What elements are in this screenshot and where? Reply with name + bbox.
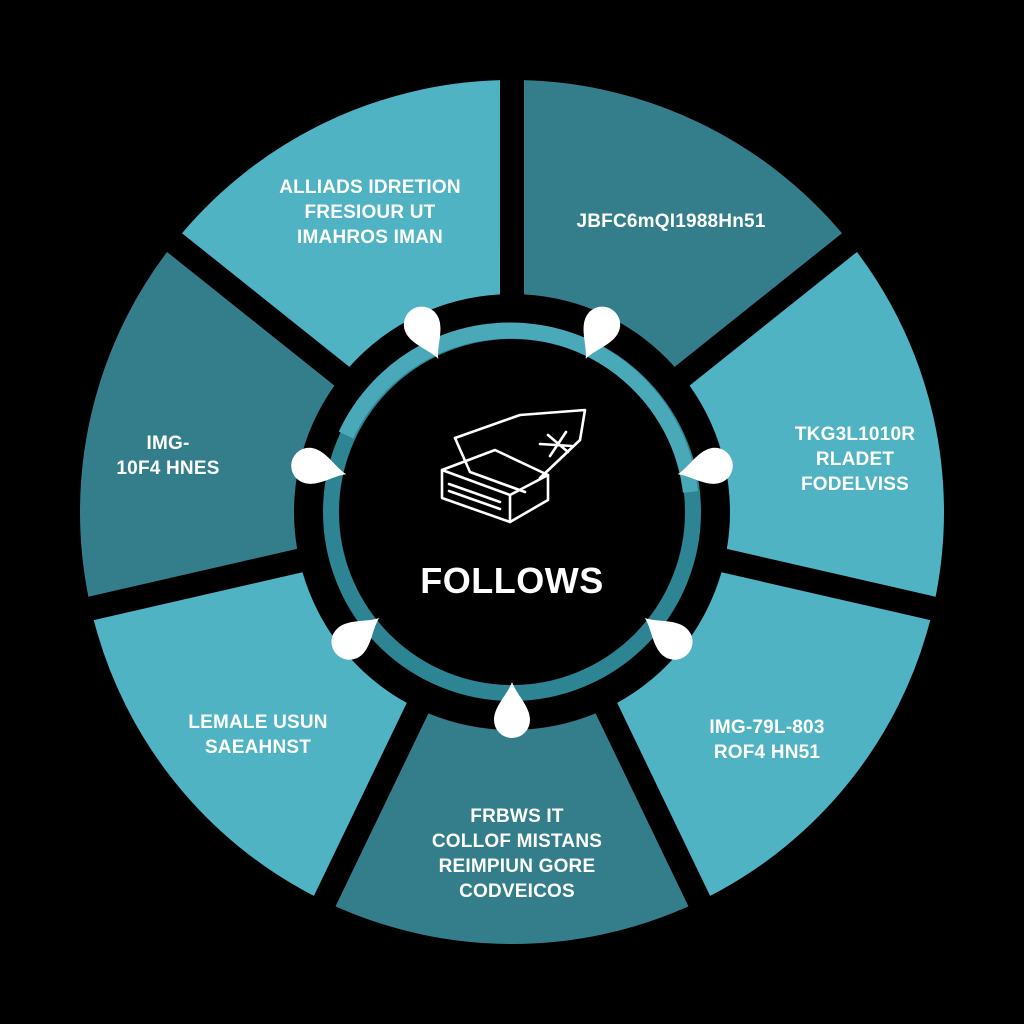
segment-right xyxy=(689,251,944,597)
pointer-top-right xyxy=(583,306,621,359)
segment-label-line: LEMALE USUN xyxy=(188,712,327,733)
segment-bottom xyxy=(335,713,689,945)
segment-label-line: FRESIOUR UT xyxy=(305,202,436,223)
segment-label-line: IMG- xyxy=(146,433,189,454)
center-disc xyxy=(340,340,684,684)
center-ring-highlight xyxy=(338,322,698,493)
segment-label-line: IMG-79L-803 xyxy=(709,717,824,738)
segments-layer xyxy=(80,80,944,945)
pointer-top-left xyxy=(403,306,441,359)
pointer-bottom-right xyxy=(644,618,693,660)
center-title: FOLLOWS xyxy=(420,560,603,601)
segment-label-line: TKG3L1010R xyxy=(795,424,915,445)
segment-label-right: TKG3L1010R RLADET FODELVISS xyxy=(795,424,915,495)
segment-bottom-right xyxy=(617,572,931,896)
segment-label-line: RLADET xyxy=(816,449,894,470)
segment-label-line: ROF4 HN51 xyxy=(714,742,821,763)
segment-label-line: CODVEICOS xyxy=(459,881,575,902)
segment-label-top-right: JBFC6mQI⁦1988Hn51 xyxy=(576,211,765,232)
segment-label-line: FRBWS IT xyxy=(470,806,564,827)
segment-label-top-left: ALLIADS IDRETION FRESIOUR UT IMAHROS IMAN xyxy=(279,177,461,248)
segment-label-line: SAEAHNST xyxy=(205,737,311,758)
segment-label-bottom-left: LEMALE USUN SAEAHNST xyxy=(188,712,327,758)
pointer-bottom xyxy=(494,682,530,738)
segment-top-left xyxy=(181,80,501,367)
segment-label-line: ALLIADS IDRETION xyxy=(279,177,461,198)
segment-bottom-left xyxy=(93,572,407,896)
inbox-tray-icon xyxy=(440,408,587,524)
segment-label-line: COLLOF MISTANS xyxy=(432,831,602,852)
pointers-layer xyxy=(291,306,733,738)
pointer-right xyxy=(677,447,733,484)
segment-label-line: FODELVISS xyxy=(801,474,909,495)
pointer-left xyxy=(291,447,347,484)
segment-label-line: REIMPIUN GORE xyxy=(439,856,596,877)
segment-label-line: IMAHROS IMAN xyxy=(297,227,443,248)
segment-label-left: IMG- 10F4 HNES xyxy=(116,433,219,479)
segment-label-bottom: FRBWS IT COLLOF MISTANS REIMPIUN GORE CODVE… xyxy=(432,806,602,902)
labels-layer: ALLIADS IDRETION FRESIOUR UT IMAHROS IMAN J… xyxy=(116,177,915,902)
pointer-bottom-left xyxy=(331,618,380,660)
segment-label-line: 10F4 HNES xyxy=(116,458,219,479)
segment-label-line: JBFC6mQI⁦1988Hn51 xyxy=(576,211,765,232)
segment-top-right xyxy=(523,80,843,367)
segment-left xyxy=(80,251,335,597)
